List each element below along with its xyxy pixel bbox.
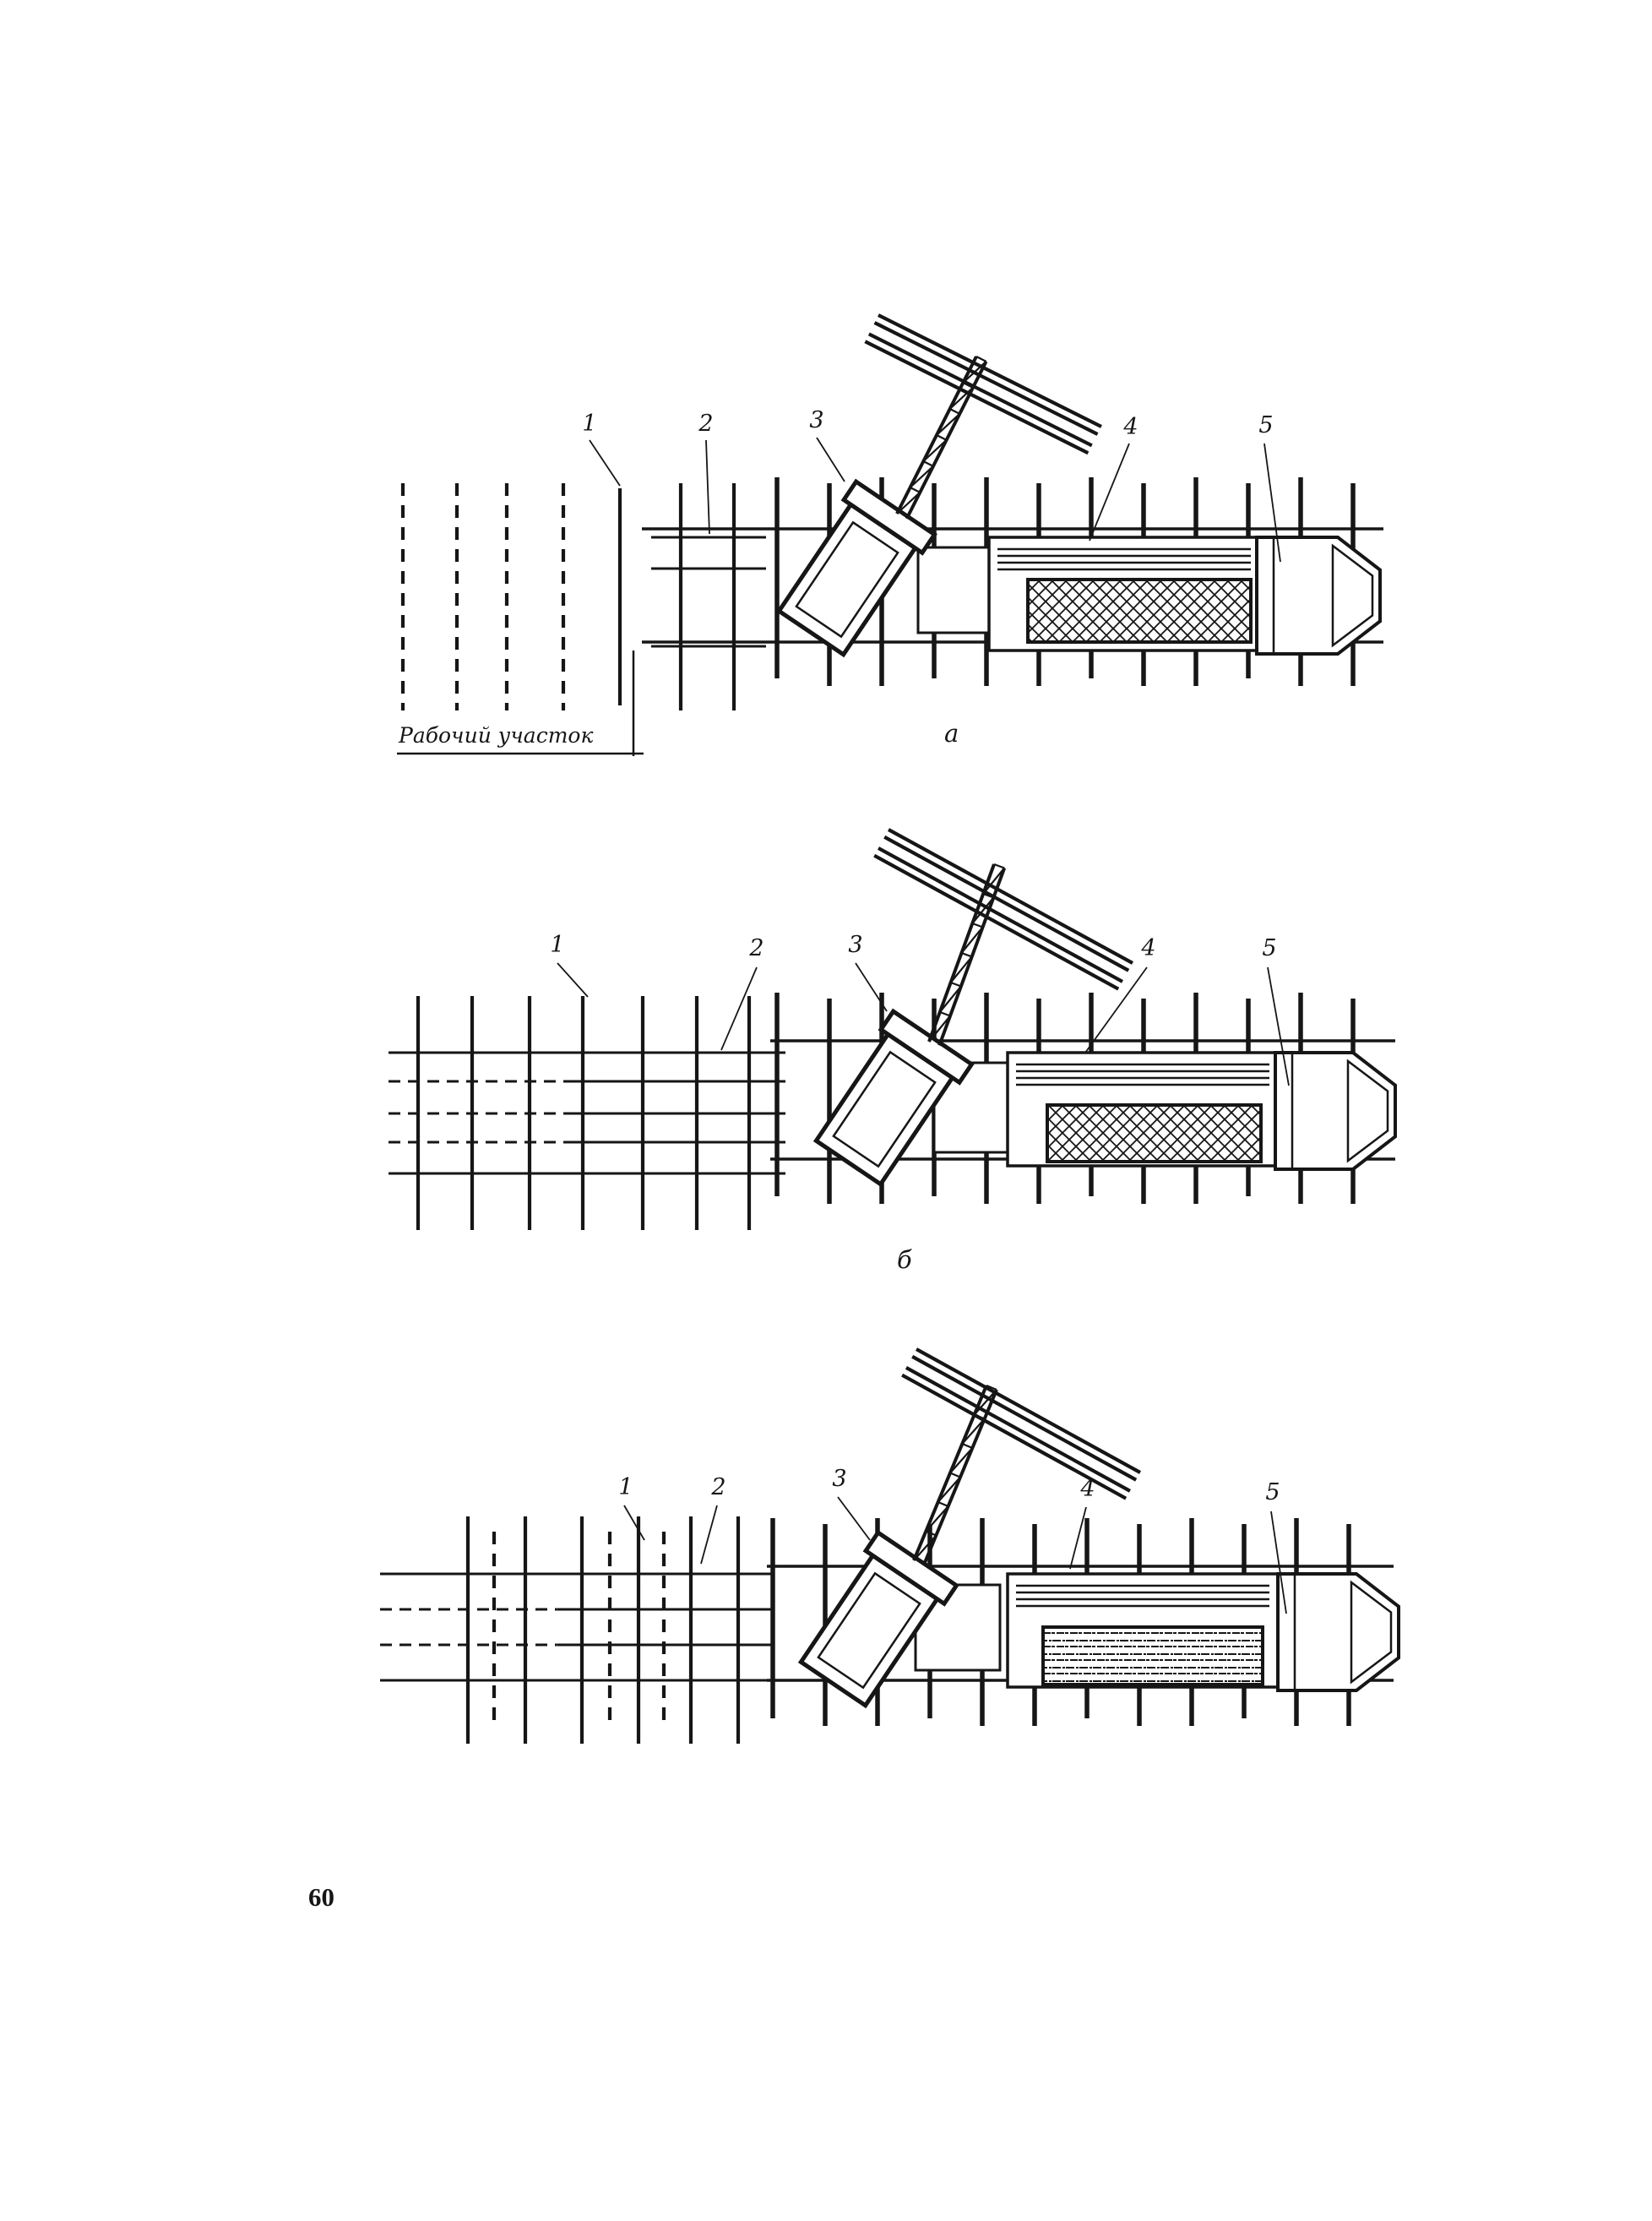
figure-v-callout-3: 3	[832, 1466, 847, 1492]
pipe-load	[1046, 1103, 1263, 1163]
pipe-wagon	[1006, 1572, 1280, 1689]
figure-a-letter: а	[944, 719, 959, 748]
figure-a-drawing	[397, 313, 1383, 756]
figure-v-callout-5: 5	[1265, 1479, 1280, 1505]
pile-driver-machine	[797, 1529, 959, 1709]
callout-leaders	[557, 962, 1290, 1086]
figure-a-callout-2: 2	[698, 411, 714, 437]
figure-a-callout-5: 5	[1258, 412, 1274, 438]
page-number: 60	[308, 1882, 334, 1912]
pile-driver-machine	[812, 1008, 975, 1188]
rail-stack	[864, 313, 1102, 455]
rail-stack	[901, 1347, 1142, 1500]
figure-b: 1 2 3 4 5 б	[380, 815, 1419, 1288]
figure-b-callout-5: 5	[1262, 935, 1277, 961]
work-area-label: Рабочий участок	[399, 723, 594, 748]
figure-v-drawing	[380, 1347, 1400, 1744]
callout-leaders	[623, 1496, 1287, 1614]
figure-a-callout-3: 3	[809, 407, 824, 433]
figure-b-letter: б	[897, 1245, 912, 1274]
figure-a-callout-4: 4	[1123, 414, 1138, 440]
callout-leaders	[589, 437, 1281, 563]
figure-v-callout-2: 2	[711, 1474, 726, 1500]
pipe-wagon	[1006, 1051, 1280, 1168]
tractor-unit	[1276, 1572, 1400, 1692]
pipe-load	[1026, 578, 1253, 644]
figure-b-callout-3: 3	[848, 932, 863, 958]
machine-platform	[916, 546, 991, 634]
figure-a-callout-1: 1	[582, 411, 597, 437]
rail-stack	[873, 828, 1134, 991]
figure-v-callout-1: 1	[618, 1474, 633, 1500]
figure-b-callout-4: 4	[1141, 935, 1156, 961]
figure-b-callout-1: 1	[550, 932, 565, 958]
pile-driver-machine	[775, 478, 937, 658]
work-area-marker	[397, 651, 644, 756]
pile-grid	[400, 483, 736, 710]
pile-grid	[465, 1516, 741, 1744]
figure-v: 1 2 3 4 5	[376, 1339, 1415, 1799]
figure-b-drawing	[389, 828, 1397, 1230]
figure-a: 1 2 3 4 5 Рабочий участок а	[397, 304, 1402, 765]
pipe-wagon	[987, 536, 1261, 652]
figure-b-callout-2: 2	[749, 935, 764, 961]
pulled-pipes	[389, 1051, 785, 1175]
tractor-unit	[1255, 536, 1382, 656]
pulled-pipes	[380, 1572, 773, 1682]
pipe-load	[1041, 1625, 1264, 1686]
tractor-unit	[1274, 1051, 1397, 1171]
pulled-pipes	[651, 536, 766, 648]
figure-v-callout-4: 4	[1080, 1476, 1095, 1502]
lattice-boom	[912, 1384, 998, 1565]
